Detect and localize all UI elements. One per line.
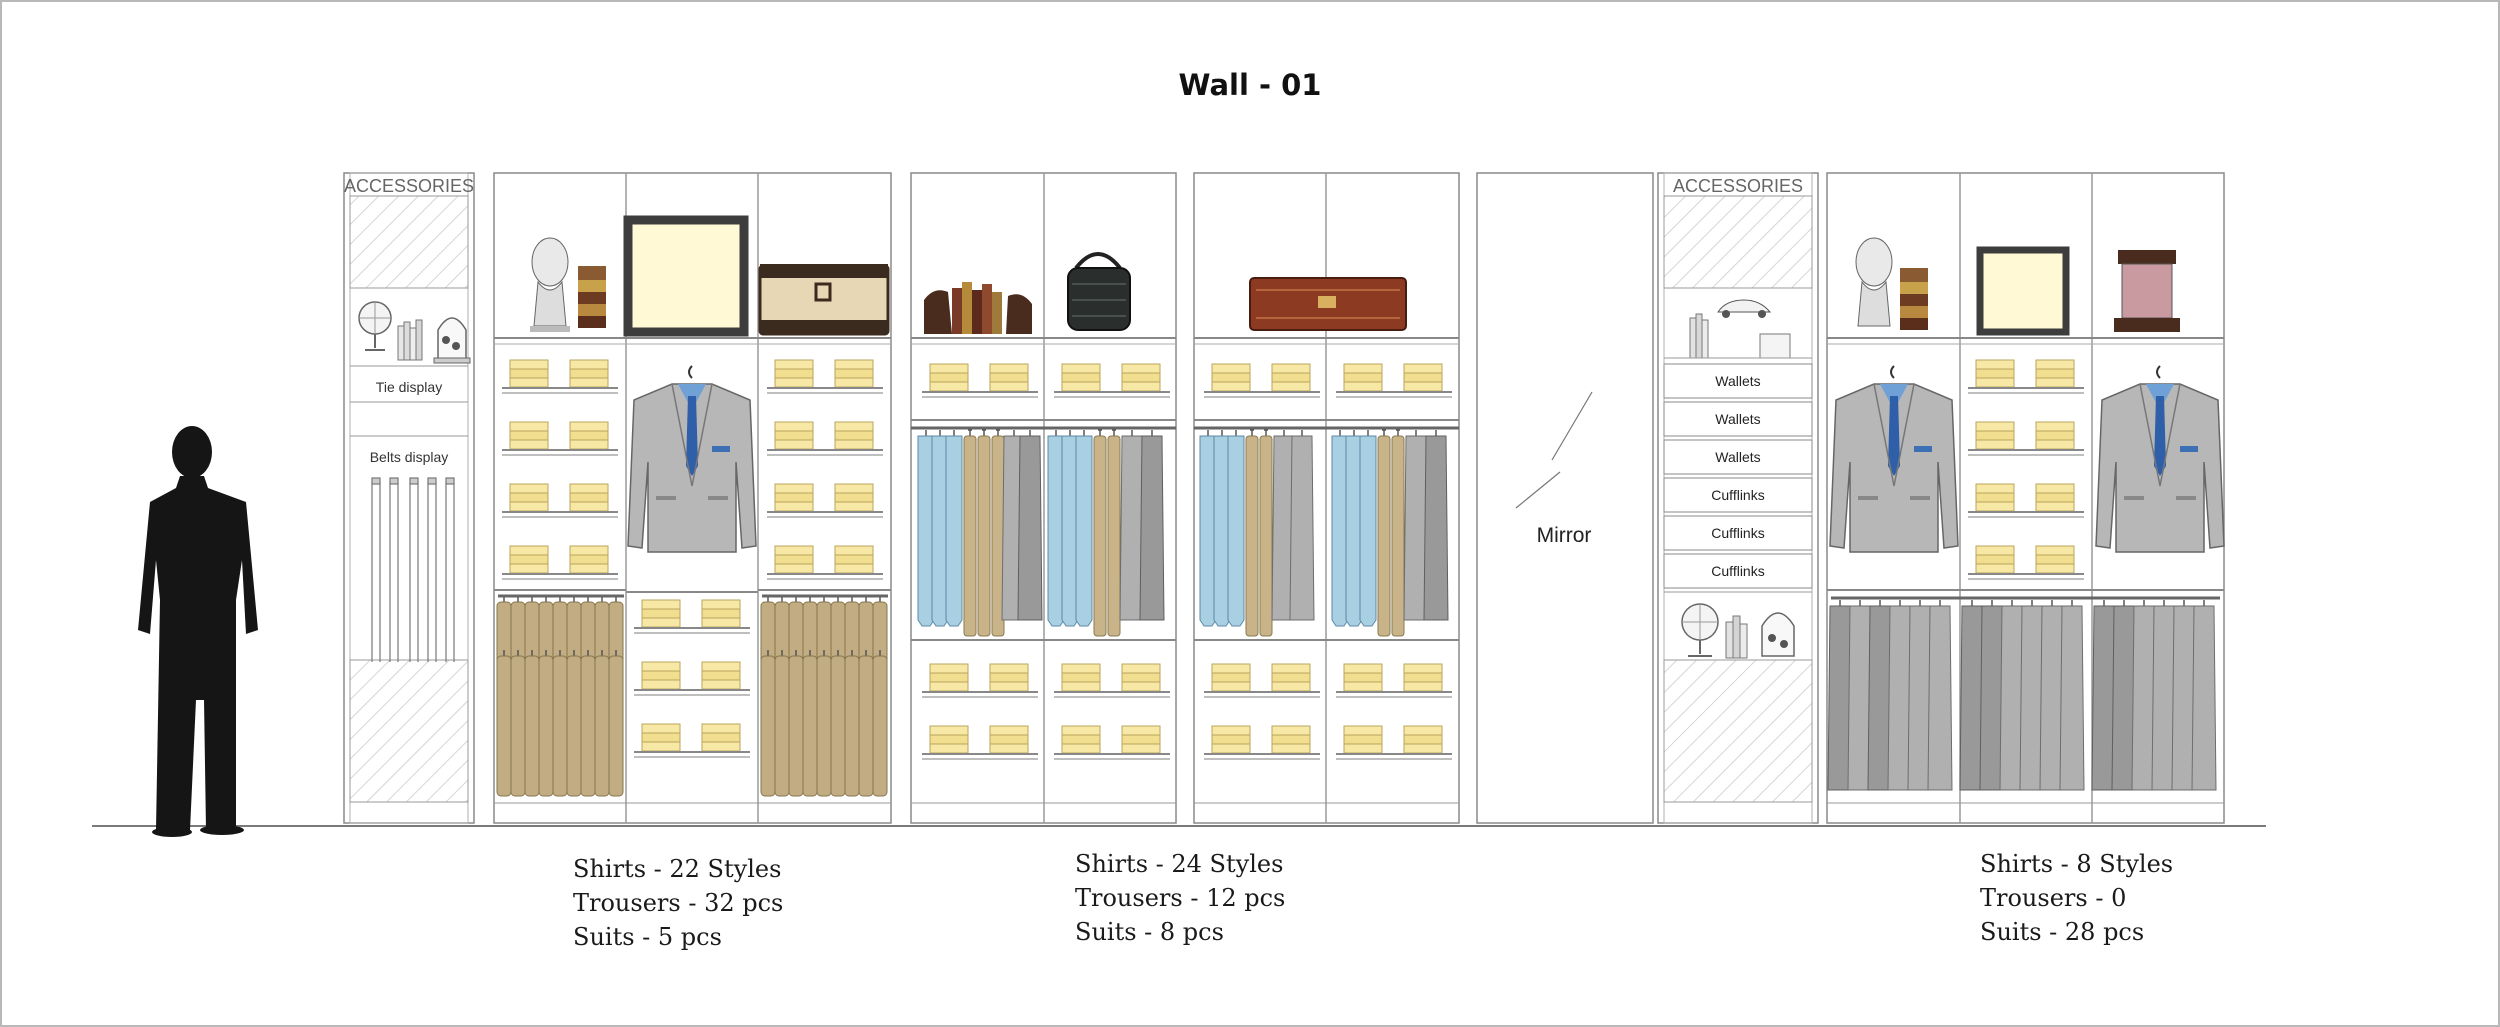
drawer-label: Cufflinks bbox=[1711, 487, 1764, 503]
book-stack-icon bbox=[1689, 313, 1791, 359]
drawer-label: Cufflinks bbox=[1711, 525, 1764, 541]
bell-jar-icon bbox=[1761, 612, 1795, 657]
drawer bbox=[1663, 477, 1813, 513]
caption-line: Shirts - 8 Styles bbox=[1980, 850, 2174, 878]
suitcase-icon bbox=[1249, 277, 1407, 331]
picture-frame-icon bbox=[1976, 246, 2070, 336]
accessory-drawers: WalletsWalletsWalletsCufflinksCufflinksC… bbox=[1663, 363, 1813, 589]
caption-line: Trousers - 0 bbox=[1980, 884, 2127, 912]
globe-icon bbox=[358, 301, 392, 351]
human-silhouette-icon bbox=[138, 426, 258, 837]
display-unit-c bbox=[1193, 172, 1460, 824]
drawer-label: Wallets bbox=[1715, 411, 1760, 427]
drawer bbox=[1663, 515, 1813, 551]
bookends-icon bbox=[924, 282, 1032, 334]
caption-line: Suits - 5 pcs bbox=[573, 923, 722, 951]
drawer bbox=[1663, 439, 1813, 475]
globe-icon bbox=[1681, 603, 1719, 657]
mirror-label: Mirror bbox=[1537, 524, 1592, 547]
drawer-label: Wallets bbox=[1715, 373, 1760, 389]
mirror-panel: Mirror bbox=[1476, 172, 1654, 824]
caption-line: Shirts - 22 Styles bbox=[573, 855, 782, 883]
book-stack-icon bbox=[578, 266, 606, 328]
wall-title: Wall - 01 bbox=[1178, 68, 1322, 102]
mannequin-head-icon bbox=[1855, 237, 1893, 327]
book-stack-icon bbox=[397, 319, 423, 361]
picture-frame-icon bbox=[623, 215, 749, 337]
drawer-label: Cufflinks bbox=[1711, 563, 1764, 579]
caption-line: Suits - 28 pcs bbox=[1980, 918, 2145, 946]
caption-line: Trousers - 12 pcs bbox=[1075, 884, 1286, 912]
trunk-icon bbox=[758, 264, 890, 336]
car-model-icon bbox=[1717, 299, 1772, 318]
caption-line: Shirts - 24 Styles bbox=[1075, 850, 1284, 878]
bell-jar-icon bbox=[433, 317, 471, 364]
drawer bbox=[1663, 363, 1813, 399]
accessories-header-left: ACCESSORIES bbox=[344, 176, 474, 196]
drawer bbox=[1663, 553, 1813, 589]
display-unit-a bbox=[493, 172, 892, 824]
drawer bbox=[1663, 401, 1813, 437]
display-unit-d bbox=[1826, 172, 2225, 824]
accessories-header-right: ACCESSORIES bbox=[1673, 176, 1803, 196]
book-stack-icon bbox=[1900, 268, 1928, 330]
tie-display-label: Tie display bbox=[376, 379, 442, 395]
display-unit-b bbox=[910, 172, 1177, 824]
duffel-bag-icon bbox=[1067, 252, 1131, 331]
caption-unit-d: Shirts - 8 Styles Trousers - 0 Suits - 2… bbox=[1980, 847, 2173, 949]
caption-line: Suits - 8 pcs bbox=[1075, 918, 1224, 946]
mannequin-head-icon bbox=[530, 237, 570, 332]
drawer-label: Wallets bbox=[1715, 449, 1760, 465]
belts-display-label: Belts display bbox=[370, 449, 449, 465]
accessories-unit-left bbox=[343, 172, 475, 824]
book-stack-icon bbox=[1725, 615, 1748, 659]
display-case-icon bbox=[2114, 250, 2180, 332]
caption-unit-a: Shirts - 22 Styles Trousers - 32 pcs Sui… bbox=[573, 852, 783, 954]
caption-line: Trousers - 32 pcs bbox=[573, 889, 784, 917]
caption-units-bc: Shirts - 24 Styles Trousers - 12 pcs Sui… bbox=[1075, 847, 1285, 949]
